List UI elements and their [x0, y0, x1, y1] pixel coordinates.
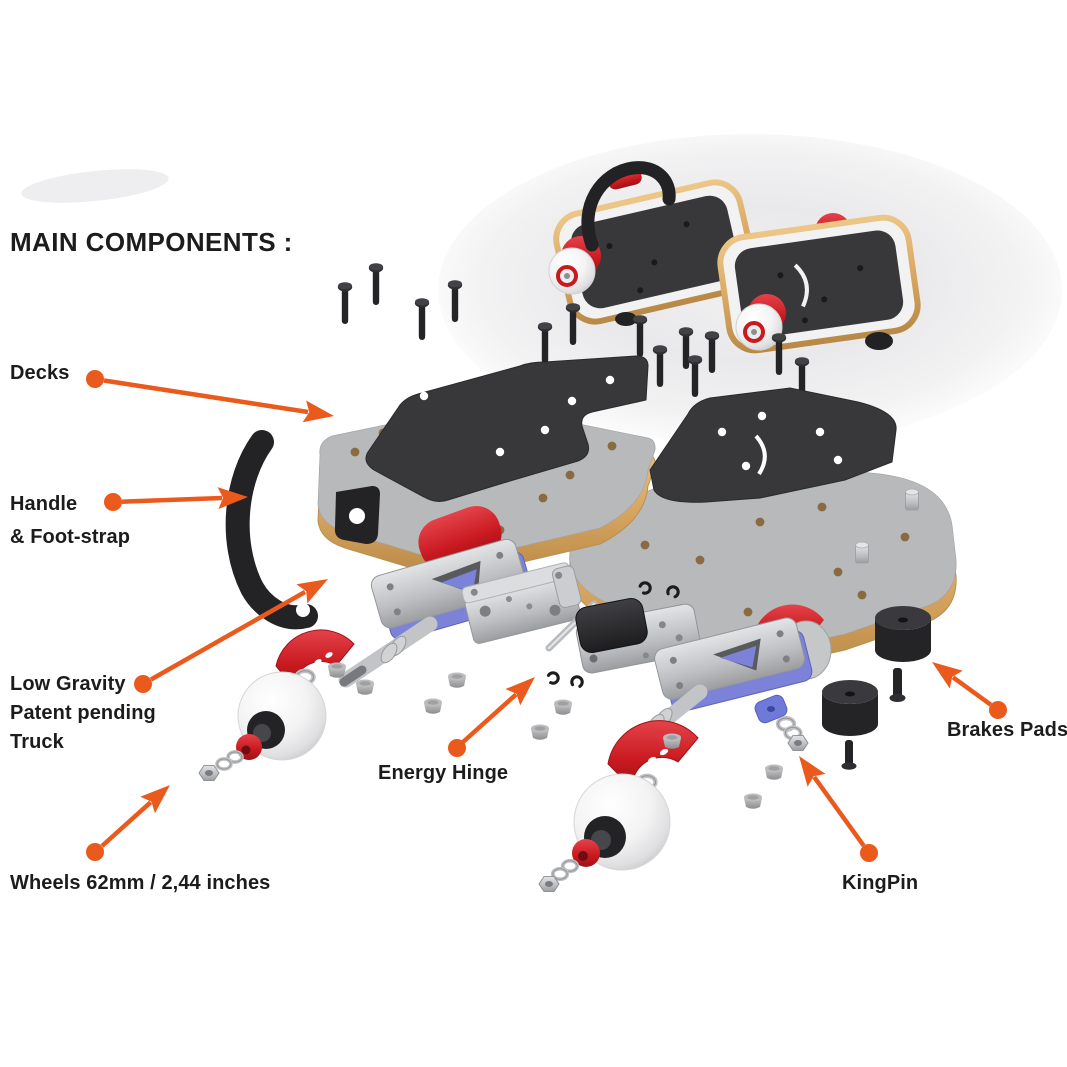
- brakes-arrow: [932, 662, 1007, 719]
- label-handle-line2: & Foot-strap: [10, 526, 131, 548]
- kingpin-arrow: [799, 756, 878, 862]
- label-kingpin: KingPin: [842, 872, 919, 894]
- assembled-smile-cut: [793, 263, 809, 308]
- deck-pin-seated: [855, 541, 869, 564]
- hinge-rubber-block: [575, 597, 648, 653]
- axle-nut-left: [198, 764, 220, 782]
- label-low-gravity-truck: Low Gravity Patent pending Truck: [10, 670, 156, 757]
- wheels-arrow: [86, 785, 170, 861]
- griptape-smile-cut: [754, 434, 767, 476]
- strap-tab-hole: [349, 508, 365, 524]
- truck-right: [538, 604, 832, 893]
- assembled-left-griptape: [570, 195, 740, 309]
- axle-nut-right: [538, 875, 560, 893]
- truck-right-baseplate: [654, 617, 813, 713]
- handle-strap: [225, 430, 380, 630]
- deck-pin-floating: [905, 488, 919, 511]
- griptape-left: [365, 355, 649, 502]
- decks-arrow: [86, 370, 334, 423]
- hinge-bracket: [461, 562, 582, 644]
- energy-hinge-parts: [461, 562, 702, 674]
- label-handle-line1: Handle: [10, 493, 78, 515]
- brake-pin-upper: [893, 668, 902, 698]
- brake-pads: [822, 606, 931, 770]
- assembled-left-deck: [553, 179, 757, 325]
- griptape-right: [649, 387, 897, 503]
- label-brakes-pads: Brakes Pads: [947, 719, 1067, 741]
- label-handle-footstrap: Handle & Foot-strap: [10, 488, 130, 554]
- label-decks: Decks: [10, 362, 70, 384]
- assembled-bumper-foot: [865, 332, 893, 350]
- brake-pin-lower: [845, 740, 853, 766]
- label-wheels: Wheels 62mm / 2,44 inches: [10, 872, 271, 894]
- label-truck-line2: Patent pending: [10, 702, 156, 724]
- energy-hinge-arrow: [448, 677, 535, 757]
- truck-arrow: [134, 579, 328, 693]
- handle-arrow: [104, 487, 248, 511]
- label-truck-line3: Truck: [10, 731, 64, 753]
- callout-arrows: [86, 370, 1007, 862]
- assembled-board: [548, 161, 921, 354]
- label-energy-hinge: Energy Hinge: [378, 762, 509, 784]
- corner-smudge: [21, 169, 169, 203]
- assembled-handle-strap: [581, 161, 676, 252]
- strap-hole: [296, 603, 310, 617]
- page-title: MAIN COMPONENTS :: [10, 227, 293, 257]
- kingpin-nut: [787, 734, 809, 752]
- label-truck-line1: Low Gravity: [10, 673, 126, 695]
